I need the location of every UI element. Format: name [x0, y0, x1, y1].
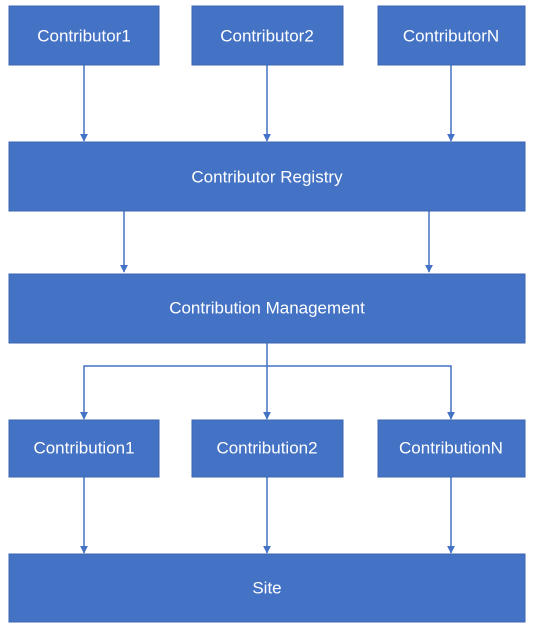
node-contributor-registry: Contributor Registry — [8, 141, 526, 212]
node-contributionN: ContributionN — [377, 419, 526, 478]
node-contributionN-label: ContributionN — [399, 439, 503, 458]
node-contribution2-label: Contribution2 — [216, 439, 317, 458]
node-contributor2-label: Contributor2 — [220, 27, 314, 46]
node-contributor1-label: Contributor1 — [37, 27, 131, 46]
node-contribution1-label: Contribution1 — [33, 439, 134, 458]
node-contributor2: Contributor2 — [191, 5, 344, 66]
node-contribution-management-label: Contribution Management — [169, 299, 365, 318]
node-site: Site — [8, 553, 526, 623]
node-contribution-management: Contribution Management — [8, 273, 526, 344]
edge-management-to-contributionN — [267, 365, 455, 420]
node-contributor1: Contributor1 — [8, 5, 160, 66]
edge-management-to-contribution1 — [80, 365, 267, 420]
edges — [80, 65, 455, 554]
node-contribution2: Contribution2 — [191, 419, 344, 478]
node-contributor-registry-label: Contributor Registry — [191, 168, 343, 187]
node-contributorN-label: ContributorN — [403, 27, 499, 46]
node-contribution1: Contribution1 — [8, 419, 160, 478]
node-contributorN: ContributorN — [377, 5, 526, 66]
node-site-label: Site — [252, 579, 281, 598]
